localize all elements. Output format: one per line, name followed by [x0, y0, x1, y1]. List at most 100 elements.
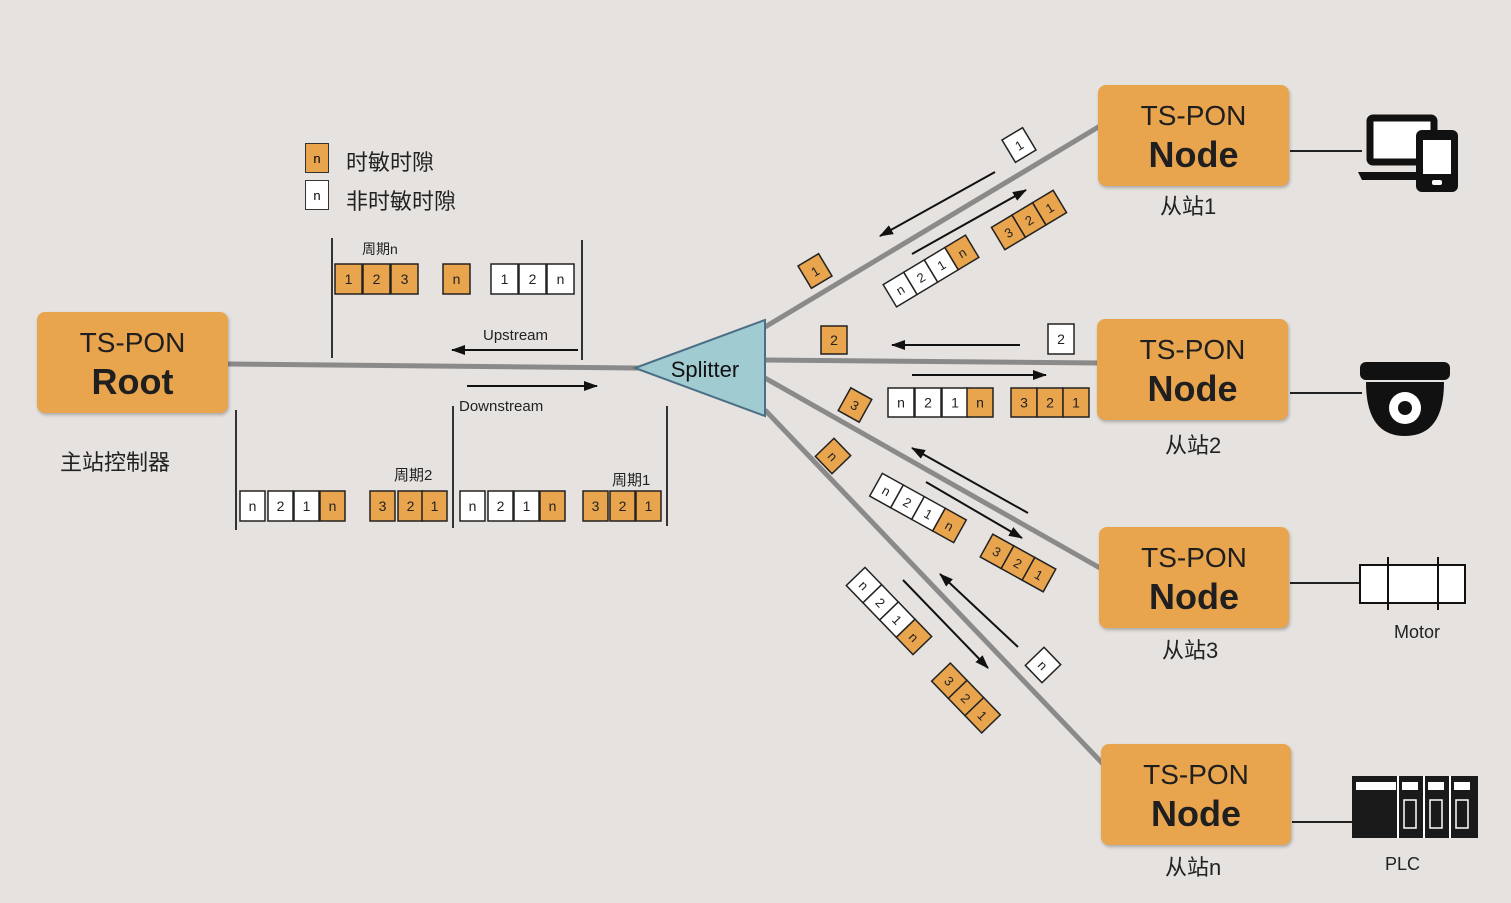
slot-group: n — [1024, 646, 1062, 684]
legend-non-time-sensitive-swatch: n — [305, 180, 329, 210]
slot-group: 321 — [930, 662, 1002, 734]
time-sensitive-slot: n — [943, 234, 980, 271]
non-time-sensitive-slot: 2 — [487, 490, 514, 522]
node-1-caption: 从站1 — [1160, 194, 1217, 219]
slot-label: 1 — [303, 498, 311, 514]
root-title: TS-PON — [79, 327, 186, 358]
slot-label: n — [549, 498, 557, 514]
plc-icon — [1352, 776, 1478, 838]
motor-label: Motor — [1394, 622, 1440, 642]
device-links — [1290, 150, 1362, 823]
slot-label: 1 — [645, 498, 653, 514]
slot-label: n — [469, 498, 477, 514]
time-sensitive-slot: 3 — [582, 490, 609, 522]
slot-label: n — [557, 271, 565, 287]
time-sensitive-slot: 1 — [963, 696, 1002, 734]
slot-group: 321 — [979, 533, 1057, 593]
time-sensitive-slot: 1 — [334, 263, 363, 295]
fiber-node1 — [763, 123, 1102, 330]
branch-arrows — [879, 171, 1047, 669]
non-time-sensitive-slot: n — [1024, 646, 1062, 684]
non-time-sensitive-slot: 1 — [490, 263, 519, 295]
slot-label: 1 — [501, 271, 509, 287]
slot-label: 2 — [529, 271, 537, 287]
non-time-sensitive-slot: 2 — [914, 387, 942, 418]
non-time-sensitive-slot: n — [459, 490, 486, 522]
node-3-box: TS-PON Node — [1099, 527, 1289, 628]
node-title: TS-PON — [1141, 542, 1247, 573]
non-time-sensitive-slot: 2 — [1047, 323, 1075, 355]
node-n-caption: 从站n — [1165, 855, 1222, 880]
slot-label: 2 — [830, 332, 838, 348]
legend-time-sensitive-label: 时敏时隙 — [346, 150, 435, 175]
slot-label: 1 — [523, 498, 531, 514]
fiber-node2 — [764, 357, 1101, 366]
non-time-sensitive-slot: 1 — [513, 490, 540, 522]
fiber-node3 — [763, 375, 1102, 571]
time-sensitive-slot: 2 — [1036, 387, 1064, 418]
time-sensitive-slot: n — [814, 437, 852, 475]
time-sensitive-slot: n — [319, 490, 346, 522]
non-time-sensitive-slot: 1 — [1000, 126, 1038, 164]
slot-label: 2 — [1046, 395, 1054, 411]
node-role: Node — [1148, 134, 1239, 175]
time-sensitive-slot: 2 — [397, 490, 424, 522]
downstream-label: Downstream — [459, 398, 543, 415]
slot-label: 2 — [373, 271, 381, 287]
plc-label: PLC — [1385, 854, 1420, 874]
node-title: TS-PON — [1139, 334, 1246, 365]
splitter-triangle — [632, 318, 766, 418]
slot-label: 2 — [407, 498, 415, 514]
dome-camera-icon — [1360, 362, 1450, 436]
slot-label: 1 — [431, 498, 439, 514]
splitter-label: Splitter — [671, 357, 739, 382]
slot-label: 2 — [1057, 331, 1065, 347]
node-title: TS-PON — [1143, 759, 1249, 790]
node-role: Node — [1147, 368, 1238, 409]
time-sensitive-slot: 3 — [837, 386, 873, 424]
time-sensitive-slot: n — [442, 263, 471, 295]
slot-label: n — [897, 395, 905, 411]
legend-glyph: n — [313, 188, 321, 203]
slot-label: 1 — [951, 395, 959, 411]
time-sensitive-slot: n — [895, 618, 933, 656]
slot-group: n — [814, 437, 852, 475]
fiber-noden — [763, 408, 1106, 767]
time-sensitive-slot: 1 — [421, 490, 448, 522]
node-role: Node — [1151, 793, 1241, 834]
fiber-root-splitter — [227, 361, 641, 371]
legend-time-sensitive-swatch: n — [305, 143, 329, 173]
frame-brackets — [235, 238, 668, 530]
motor-icon — [1359, 557, 1466, 610]
node-3-caption: 从站3 — [1162, 638, 1219, 663]
node-title: TS-PON — [1140, 100, 1247, 131]
non-time-sensitive-slot: n — [887, 387, 915, 418]
laptop-phone-icon — [1358, 114, 1458, 192]
root-box: TS-PON Root — [37, 312, 228, 413]
time-sensitive-slot: 1 — [1062, 387, 1090, 418]
node-2-caption: 从站2 — [1165, 433, 1222, 458]
node-n-box: TS-PON Node — [1101, 744, 1291, 845]
slot-label: 2 — [619, 498, 627, 514]
non-time-sensitive-slot: 2 — [267, 490, 294, 522]
time-sensitive-slot: n — [931, 507, 968, 544]
time-sensitive-slot: 2 — [1010, 201, 1048, 239]
upstream-label: Upstream — [483, 327, 548, 344]
slot-group: 1 — [1000, 126, 1038, 164]
time-sensitive-slot: 3 — [1010, 387, 1038, 418]
period-1-label: 周期1 — [612, 472, 650, 489]
legend-glyph: n — [313, 151, 321, 166]
time-sensitive-slot: 1 — [1031, 189, 1068, 226]
non-time-sensitive-slot: n — [546, 263, 575, 295]
node-2-box: TS-PON Node — [1097, 319, 1288, 420]
time-sensitive-slot: 3 — [369, 490, 396, 522]
node-1-box: TS-PON Node — [1098, 85, 1289, 186]
slot-label: 3 — [1020, 395, 1028, 411]
root-role: Root — [91, 361, 174, 402]
